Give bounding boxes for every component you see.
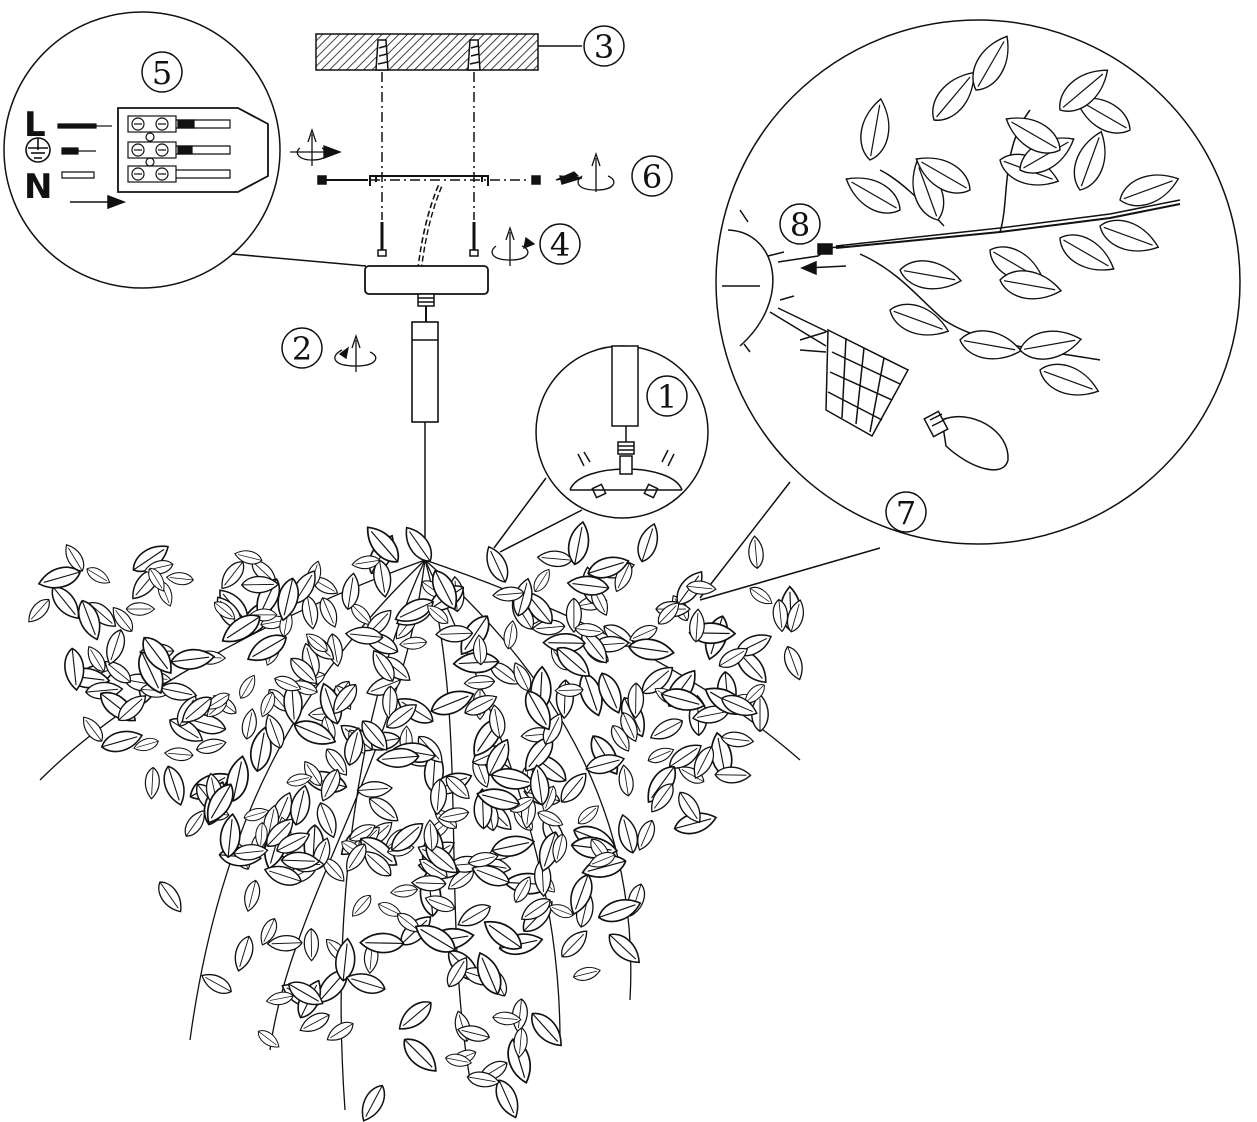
bulb-detail-callout [699, 19, 1241, 601]
side-screw-right [531, 175, 541, 185]
cord-sleeve [411, 321, 439, 423]
neutral-label: N [24, 167, 52, 207]
step-number-7: 7 [896, 494, 916, 532]
step-label-1: 1 [646, 375, 688, 417]
canopy [364, 265, 489, 295]
screw-right [469, 222, 479, 257]
step-label-8: 8 [779, 203, 821, 245]
step-number-1: 1 [657, 378, 677, 416]
step-label-6: 6 [631, 155, 673, 197]
leaf-chandelier [23, 519, 808, 1122]
wall-plug-right [467, 39, 481, 71]
side-screw-left [317, 175, 368, 185]
step-number-2: 2 [292, 330, 312, 368]
step-number-6: 6 [642, 158, 662, 196]
step-label-4: 4 [539, 223, 581, 265]
canopy-detail-callout [493, 345, 709, 553]
supply-wires [417, 185, 443, 267]
screw-left [377, 222, 387, 257]
earth-ground-icon [25, 137, 51, 163]
step-label-5: 5 [141, 51, 183, 93]
step-label-7: 7 [885, 491, 927, 533]
ceiling-hatch [315, 33, 539, 71]
bulb-cage [799, 328, 910, 438]
step-number-8: 8 [790, 206, 810, 244]
candle-bulb [923, 410, 1009, 471]
live-label: L [24, 105, 46, 145]
step-number-5: 5 [152, 54, 172, 92]
step-label-3: 3 [583, 25, 625, 67]
step-label-2: 2 [281, 327, 323, 369]
step-number-4: 4 [550, 226, 570, 264]
ceiling-assembly [315, 33, 582, 560]
mounting-bracket [369, 175, 489, 186]
step-number-3: 3 [594, 28, 614, 66]
wiring-detail-callout [3, 11, 367, 289]
wall-plug-left [375, 39, 389, 71]
